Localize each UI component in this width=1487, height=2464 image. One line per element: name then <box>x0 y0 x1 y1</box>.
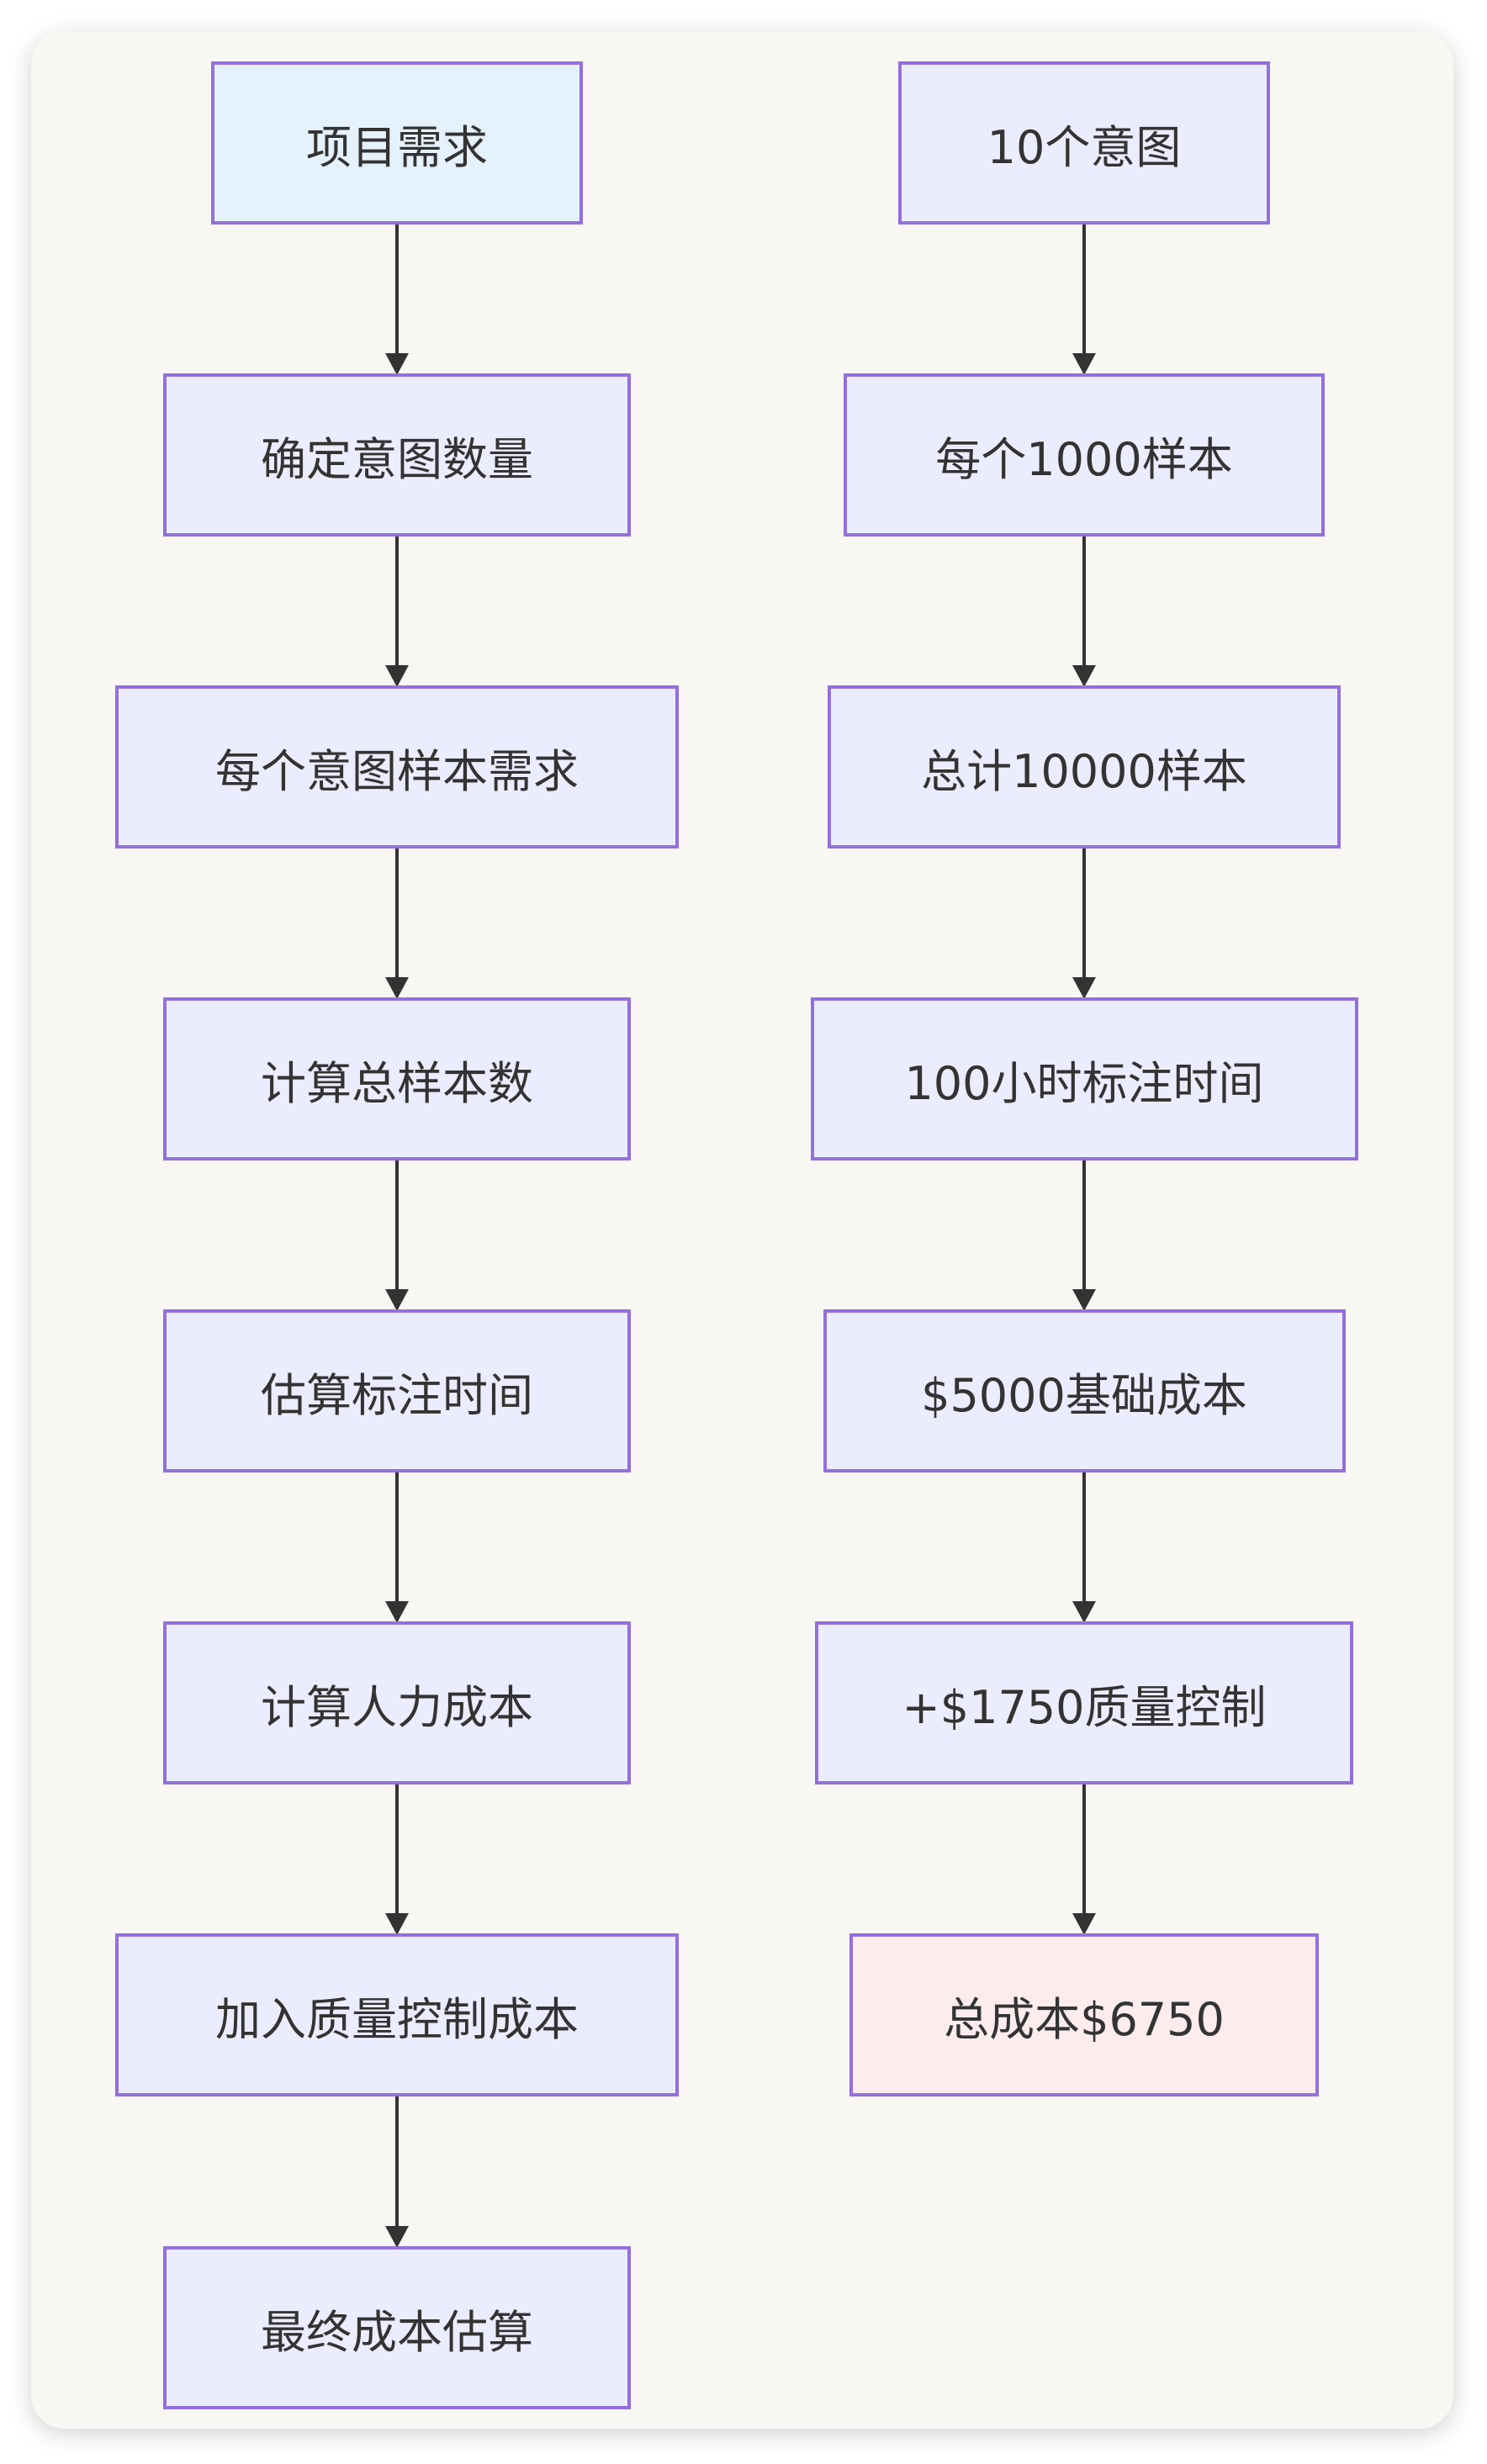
flow-node-r7: 总成本$6750 <box>849 1933 1319 2097</box>
flow-node-r3: 总计10000样本 <box>828 685 1341 849</box>
node-label: 每个1000样本 <box>935 432 1233 486</box>
node-label: +$1750质量控制 <box>902 1680 1267 1734</box>
flow-node-l4: 计算总样本数 <box>163 997 631 1161</box>
flow-node-r2: 每个1000样本 <box>844 373 1325 537</box>
node-label: 估算标注时间 <box>261 1368 533 1422</box>
node-label: 100小时标注时间 <box>904 1056 1264 1110</box>
node-label: 计算总样本数 <box>261 1056 533 1110</box>
flow-node-r1: 10个意图 <box>898 61 1270 225</box>
node-label: 10个意图 <box>987 120 1182 174</box>
node-label: 每个意图样本需求 <box>215 744 579 798</box>
node-label: 总成本$6750 <box>944 1992 1225 2046</box>
node-label: 最终成本估算 <box>261 2305 533 2359</box>
node-label: $5000基础成本 <box>921 1368 1247 1422</box>
node-label: 加入质量控制成本 <box>215 1992 579 2046</box>
flow-node-l7: 加入质量控制成本 <box>115 1933 679 2097</box>
flow-node-l5: 估算标注时间 <box>163 1309 631 1473</box>
flow-node-l6: 计算人力成本 <box>163 1621 631 1785</box>
node-label: 总计10000样本 <box>921 744 1247 798</box>
flow-node-l3: 每个意图样本需求 <box>115 685 679 849</box>
node-label: 确定意图数量 <box>261 432 533 486</box>
node-label: 计算人力成本 <box>261 1680 533 1734</box>
flow-node-l1: 项目需求 <box>211 61 583 225</box>
flow-node-r6: +$1750质量控制 <box>815 1621 1353 1785</box>
flow-node-l2: 确定意图数量 <box>163 373 631 537</box>
flow-node-r5: $5000基础成本 <box>823 1309 1346 1473</box>
flow-node-l8: 最终成本估算 <box>163 2246 631 2409</box>
flow-node-r4: 100小时标注时间 <box>810 997 1358 1161</box>
node-label: 项目需求 <box>306 120 488 174</box>
